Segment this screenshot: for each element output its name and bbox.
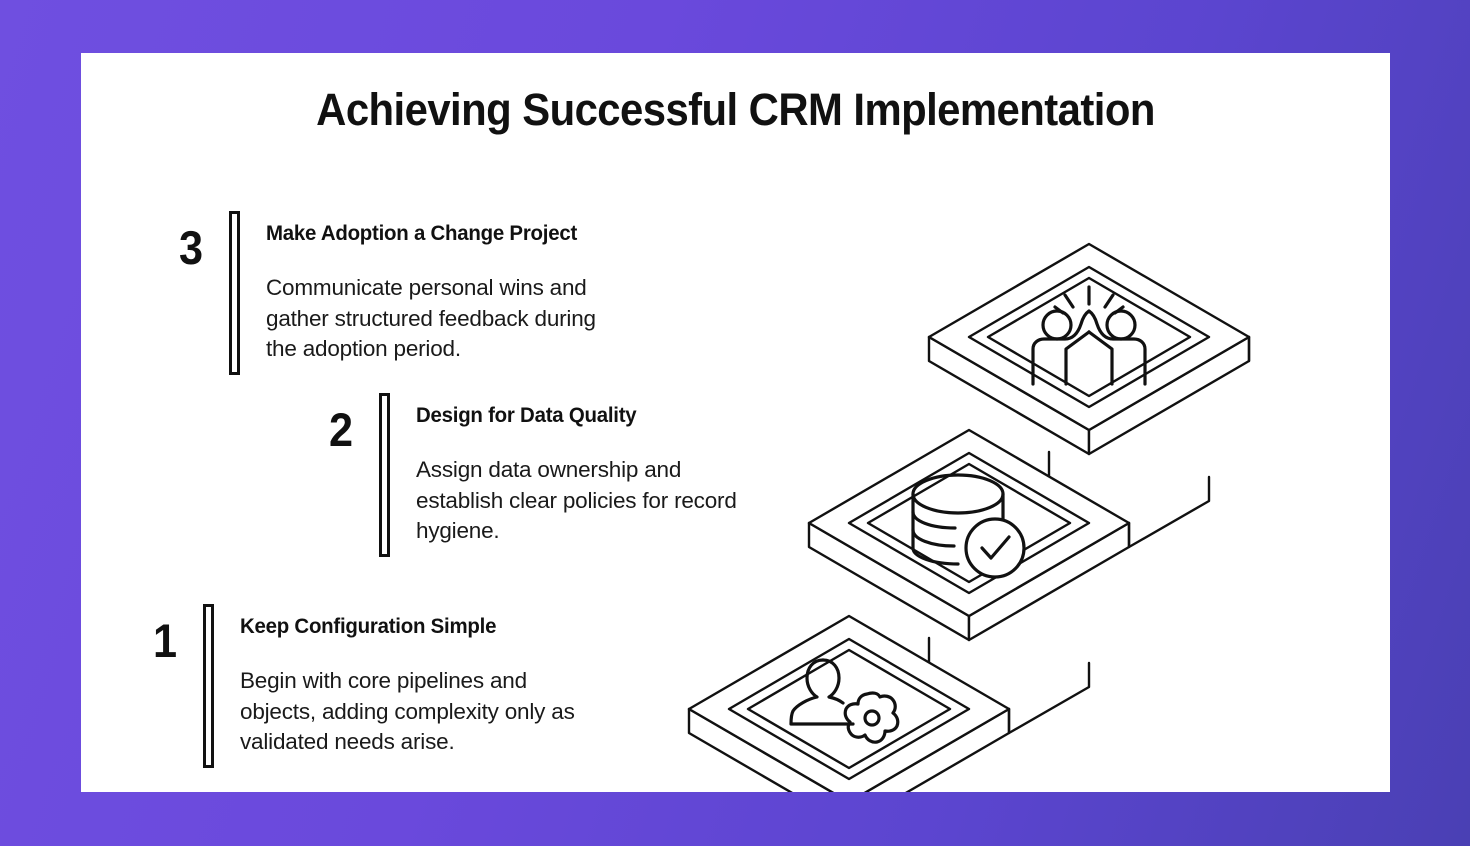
step-heading-2: Design for Data Quality [416,403,637,427]
step-body-3: Communicate personal wins and gather str… [266,275,596,361]
step-heading-1: Keep Configuration Simple [240,614,497,638]
step-number-3: 3 [178,221,203,274]
platform-3-top-face [927,242,1251,432]
person-right-leg [1087,330,1114,386]
person-left-body [1031,309,1091,386]
platform-1-inner-frame-2 [746,648,952,770]
burst-line-left-outer [1063,293,1075,309]
gear-center-hole [863,709,881,727]
platform-2-top-face [807,428,1131,618]
riser-1-edge-a [1007,661,1091,735]
platform-3-inner-frame-2 [986,276,1192,398]
user-silhouette-right [821,658,845,705]
platform-2-inner-frame [847,451,1091,595]
step-divider-bar-3 [229,211,240,375]
person-left-leg [1064,330,1091,386]
step-text-1: Keep Configuration Simple Begin with cor… [240,604,575,758]
database-band-1 [911,510,957,530]
riser-1-to-2 [927,636,1091,735]
step-text-3: Make Adoption a Change Project Communica… [266,211,596,365]
step-divider-bar-1 [203,604,214,768]
burst-line-right-outer [1103,293,1115,309]
step-body-1: Begin with core pipelines and objects, a… [240,668,575,754]
step-number-1: 1 [152,614,177,667]
page-title: Achieving Successful CRM Implementation [316,84,1155,135]
step-item-1: 1 Keep Configuration Simple Begin with c… [81,604,575,768]
person-right-body [1087,309,1147,386]
riser-2-to-3 [1047,450,1211,549]
step-heading-3: Make Adoption a Change Project [266,221,578,245]
step-number-2: 2 [328,403,353,456]
riser-2-edge-a [1127,475,1211,549]
platform-3-inner-frame [967,265,1211,409]
step-text-2: Design for Data Quality Assign data owne… [416,393,737,547]
database-check-icon [911,473,1026,579]
isometric-staircase-illustration [681,203,1321,792]
step-item-3: 3 Make Adoption a Change Project Communi… [155,211,596,375]
step-divider-bar-2 [379,393,390,557]
database-band-2 [911,528,956,548]
people-celebrate-icon [1031,285,1147,386]
slide-card: Achieving Successful CRM Implementation … [81,53,1390,792]
platform-2-inner-frame-2 [866,462,1072,584]
platform-1-inner-frame [727,637,971,781]
user-gear-icon [789,658,900,744]
platform-3 [927,242,1251,456]
user-silhouette [789,658,855,726]
checkmark-icon [980,535,1011,560]
platform-1 [687,614,1011,792]
check-circle [964,517,1026,579]
step-item-2: 2 Design for Data Quality Assign data ow… [305,393,737,557]
gear-outline [843,691,900,744]
database-left-wall [911,492,960,566]
staircase-svg [687,242,1251,792]
platform-2 [807,428,1131,642]
step-body-2: Assign data ownership and establish clea… [416,457,737,543]
